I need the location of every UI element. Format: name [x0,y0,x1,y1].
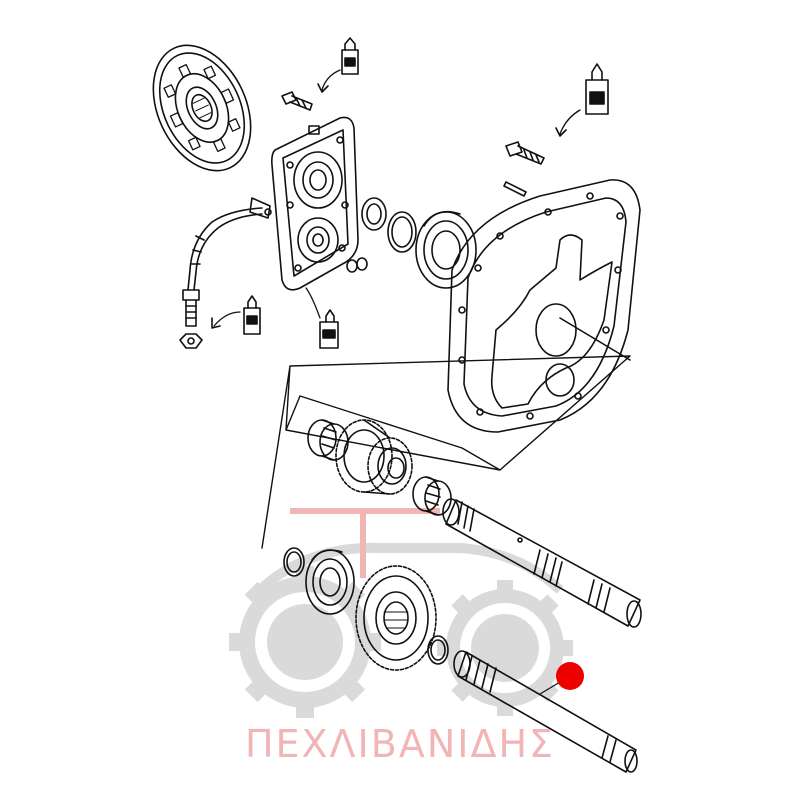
hydraulic-line [179,197,272,349]
sealant-bottle-lower-mid [305,287,339,349]
sealant-bottle-lower-left [211,295,261,335]
o-rings-small [346,257,368,273]
line-art [152,37,642,773]
front-cover-plate [271,116,359,291]
watermark-brand-text: ΠΕΧΛΙΒΑΝΙΔΗΣ [244,722,556,766]
housing-plate [447,179,641,433]
needle-bearing-mid [412,476,452,516]
snap-ring-lower [283,547,305,577]
watermark-tractor-arc [246,542,564,604]
watermark-t-mark [290,508,440,578]
upper-shaft [442,498,642,628]
double-gear [335,419,413,495]
ball-bearing-lower [305,549,355,615]
ball-bearing-upper [415,210,477,289]
dowel-pin [503,181,527,197]
clutch-disc [152,44,252,172]
snap-ring-small [427,635,449,665]
watermark-left-gear [229,566,381,718]
sealant-bottle-top [317,37,359,93]
gear-group-outline [261,355,631,549]
shaft-seal [361,197,387,231]
lower-shaft [453,650,638,773]
bolt-upper-right [505,141,545,165]
callout-marker[interactable] [556,662,584,690]
lower-gear [355,565,437,671]
bolt-upper-left [281,91,313,111]
snap-ring-upper [387,211,417,253]
sealant-bottle-right [555,63,609,137]
watermark-right-gear [437,580,573,716]
